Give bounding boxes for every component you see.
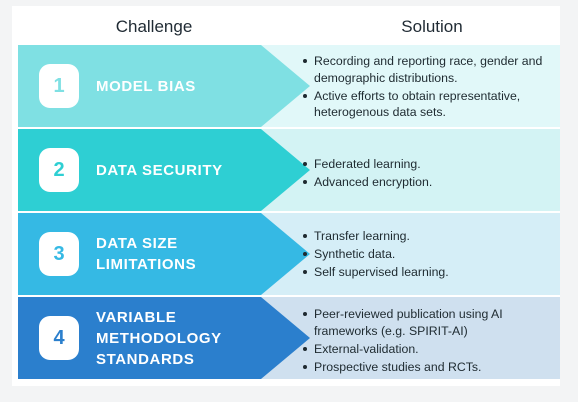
challenge-title: DATA SIZE LIMITATIONS <box>96 235 197 273</box>
solution-column-header: Solution <box>401 17 463 36</box>
challenge-title: VARIABLE METHODOLOGY STANDARDS <box>96 309 222 368</box>
solution-item: Synthetic data. <box>301 246 554 263</box>
solution-item: Federated learning. <box>301 156 554 173</box>
solution-item: Prospective studies and RCTs. <box>301 359 554 376</box>
challenge-title: MODEL BIAS <box>96 78 196 95</box>
row-number-badge: 3 <box>39 232 79 276</box>
arrow-shape <box>18 129 310 211</box>
solution-item: Peer-reviewed publication using AI frame… <box>301 306 554 339</box>
challenge-row-4: 4 VARIABLE METHODOLOGY STANDARDS Peer-revi… <box>18 297 560 379</box>
solution-item: Self supervised learning. <box>301 264 554 281</box>
solution-item: Recording and reporting race, gender and… <box>301 53 554 86</box>
arrow-shape <box>18 45 310 127</box>
solution-list: Transfer learning.Synthetic data.Self su… <box>301 228 554 282</box>
row-number-badge: 4 <box>39 316 79 360</box>
solution-list: Federated learning.Advanced encryption. <box>301 156 554 192</box>
row-number-badge: 1 <box>39 64 79 108</box>
solution-item: Advanced encryption. <box>301 174 554 191</box>
challenge-solution-table: Challenge Solution 1 MODEL BIAS Recording … <box>12 6 560 386</box>
challenge-row-3: 3 DATA SIZE LIMITATIONS Transfer learning.… <box>18 213 560 295</box>
arrow-shape <box>18 213 310 295</box>
challenge-column-header: Challenge <box>115 17 193 36</box>
solution-list: Peer-reviewed publication using AI frame… <box>301 306 554 377</box>
solution-list: Recording and reporting race, gender and… <box>301 53 554 122</box>
challenge-row-2: 2 DATA SECURITY Federated learning.Advance… <box>18 129 560 211</box>
solution-item: External-validation. <box>301 341 554 358</box>
arrow-shape <box>18 297 310 379</box>
solution-item: Active efforts to obtain representative,… <box>301 88 554 121</box>
row-number-badge: 2 <box>39 148 79 192</box>
challenge-arrow <box>18 297 310 379</box>
challenge-row-1: 1 MODEL BIAS Recording and reporting race,… <box>18 45 560 127</box>
challenge-arrow <box>18 129 310 211</box>
challenge-arrow <box>18 45 310 127</box>
challenge-arrow <box>18 213 310 295</box>
solution-item: Transfer learning. <box>301 228 554 245</box>
challenge-title: DATA SECURITY <box>96 162 223 179</box>
